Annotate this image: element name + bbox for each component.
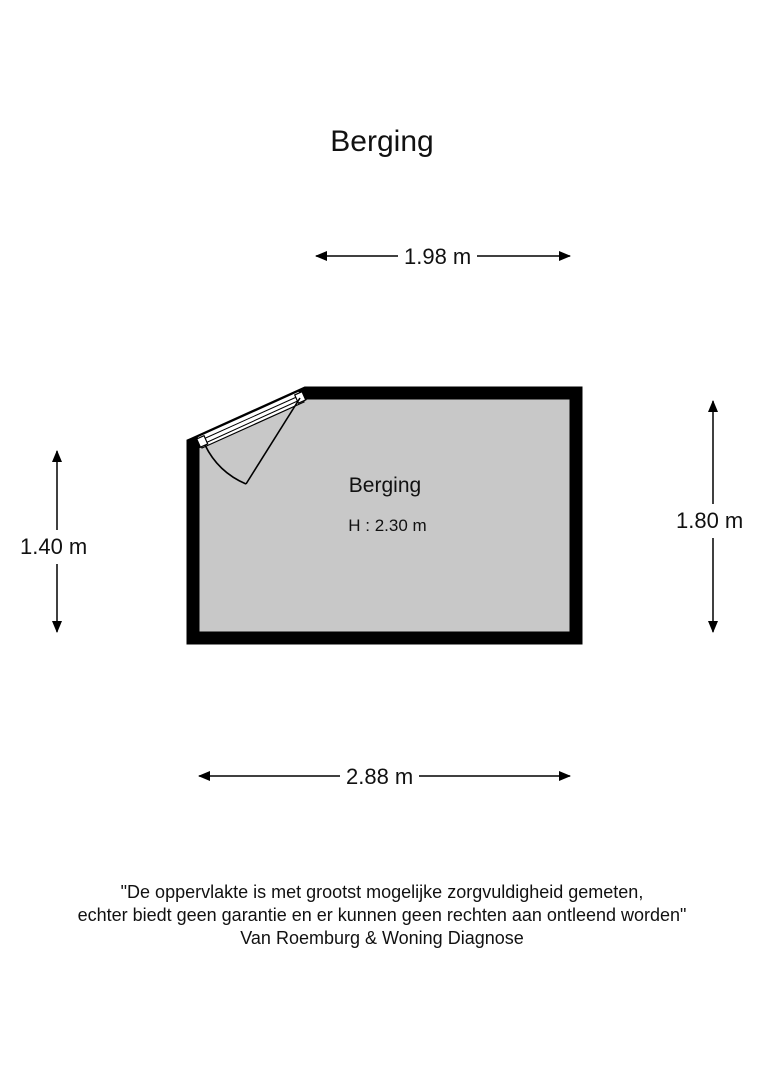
door xyxy=(195,390,307,485)
door-frame-line xyxy=(198,394,302,442)
page-title: Berging xyxy=(330,125,434,158)
room-height: H : 2.30 m xyxy=(348,516,427,535)
disclaimer-line: "De oppervlakte is met grootst mogelijke… xyxy=(120,882,644,902)
disclaimer-line: echter biedt geen garantie en er kunnen … xyxy=(77,905,687,925)
door-jamb xyxy=(195,434,209,448)
disclaimer: "De oppervlakte is met grootst mogelijke… xyxy=(0,881,764,950)
door-frame-line xyxy=(200,398,303,446)
top-width-label: 1.98 m xyxy=(398,244,478,270)
bottom-width-label: 2.88 m xyxy=(340,764,420,790)
door-jamb xyxy=(293,390,307,404)
right-height-label: 1.80 m xyxy=(674,504,746,538)
room-name: Berging xyxy=(348,474,422,497)
disclaimer-credit: Van Roemburg & Woning Diagnose xyxy=(240,928,524,948)
door-swing-arc xyxy=(204,444,247,485)
left-height-label: 1.40 m xyxy=(18,530,90,564)
door-leaf xyxy=(245,397,301,485)
